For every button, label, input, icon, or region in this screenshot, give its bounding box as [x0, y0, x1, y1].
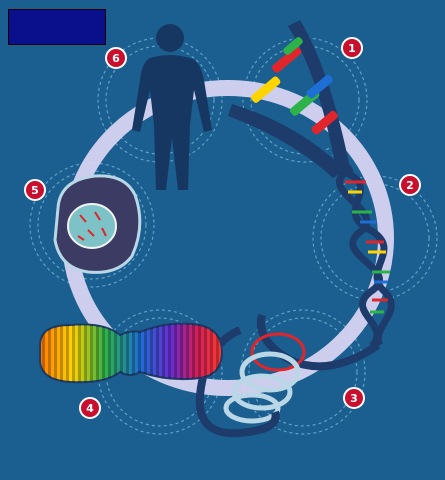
chromosome-icon: [39, 322, 224, 384]
cell-icon: [53, 174, 142, 274]
nucleus: [67, 203, 117, 249]
step-badges: 1 2 3 4 5 6: [24, 37, 421, 419]
human-silhouette-icon: [132, 24, 212, 190]
dna-ladder-icon: [228, 20, 350, 178]
svg-text:2: 2: [406, 179, 414, 192]
step-badge-6: 6: [105, 47, 127, 69]
step-badge-5: 5: [24, 179, 46, 201]
svg-text:1: 1: [348, 42, 356, 55]
svg-text:6: 6: [112, 52, 120, 65]
svg-text:4: 4: [86, 402, 94, 415]
double-helix-icon: [336, 164, 395, 349]
step-badge-1: 1: [341, 37, 363, 59]
step-badge-2: 2: [399, 174, 421, 196]
svg-text:3: 3: [350, 392, 358, 405]
title-box: [8, 9, 106, 45]
step-badge-4: 4: [79, 397, 101, 419]
step-badge-3: 3: [343, 387, 365, 409]
svg-text:5: 5: [31, 184, 39, 197]
